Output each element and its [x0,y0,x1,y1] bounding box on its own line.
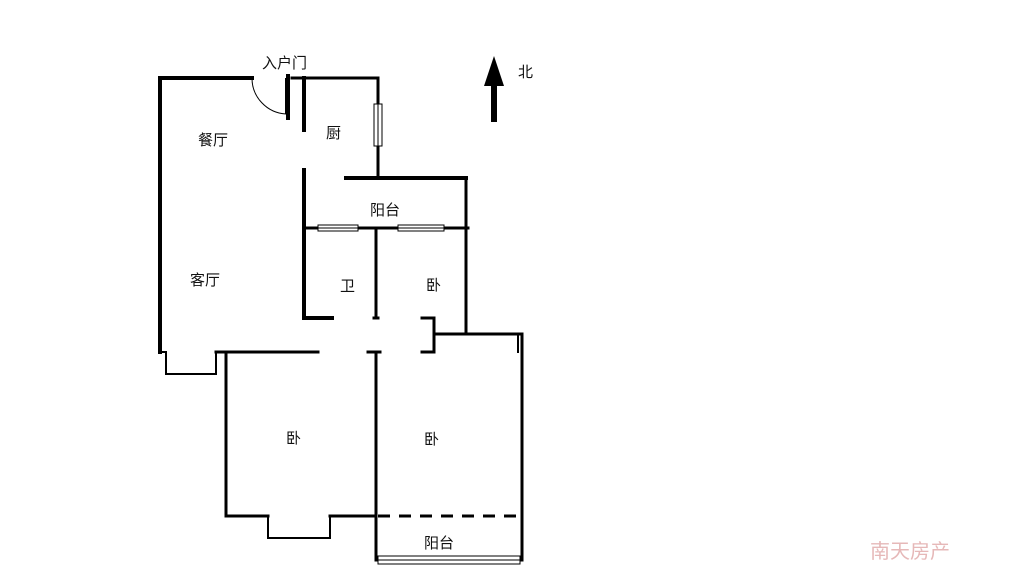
label-living: 客厅 [190,271,220,289]
label-entry-door: 入户门 [262,54,307,72]
label-kitchen: 厨 [326,124,341,142]
label-dining: 餐厅 [198,131,228,149]
label-balcony-south: 阳台 [424,534,454,552]
entry-door-swing[interactable] [251,77,287,115]
watermark: 南天房产 [870,539,950,563]
label-bedroom-southwest: 卧 [286,429,301,447]
label-balcony-north: 阳台 [370,201,400,219]
label-bedroom-southeast: 卧 [424,430,439,448]
windows [317,103,521,565]
compass-label: 北 [518,63,533,81]
label-bedroom-north: 卧 [426,276,441,294]
label-bathroom: 卫 [340,277,355,295]
north-arrow-icon [484,56,504,122]
